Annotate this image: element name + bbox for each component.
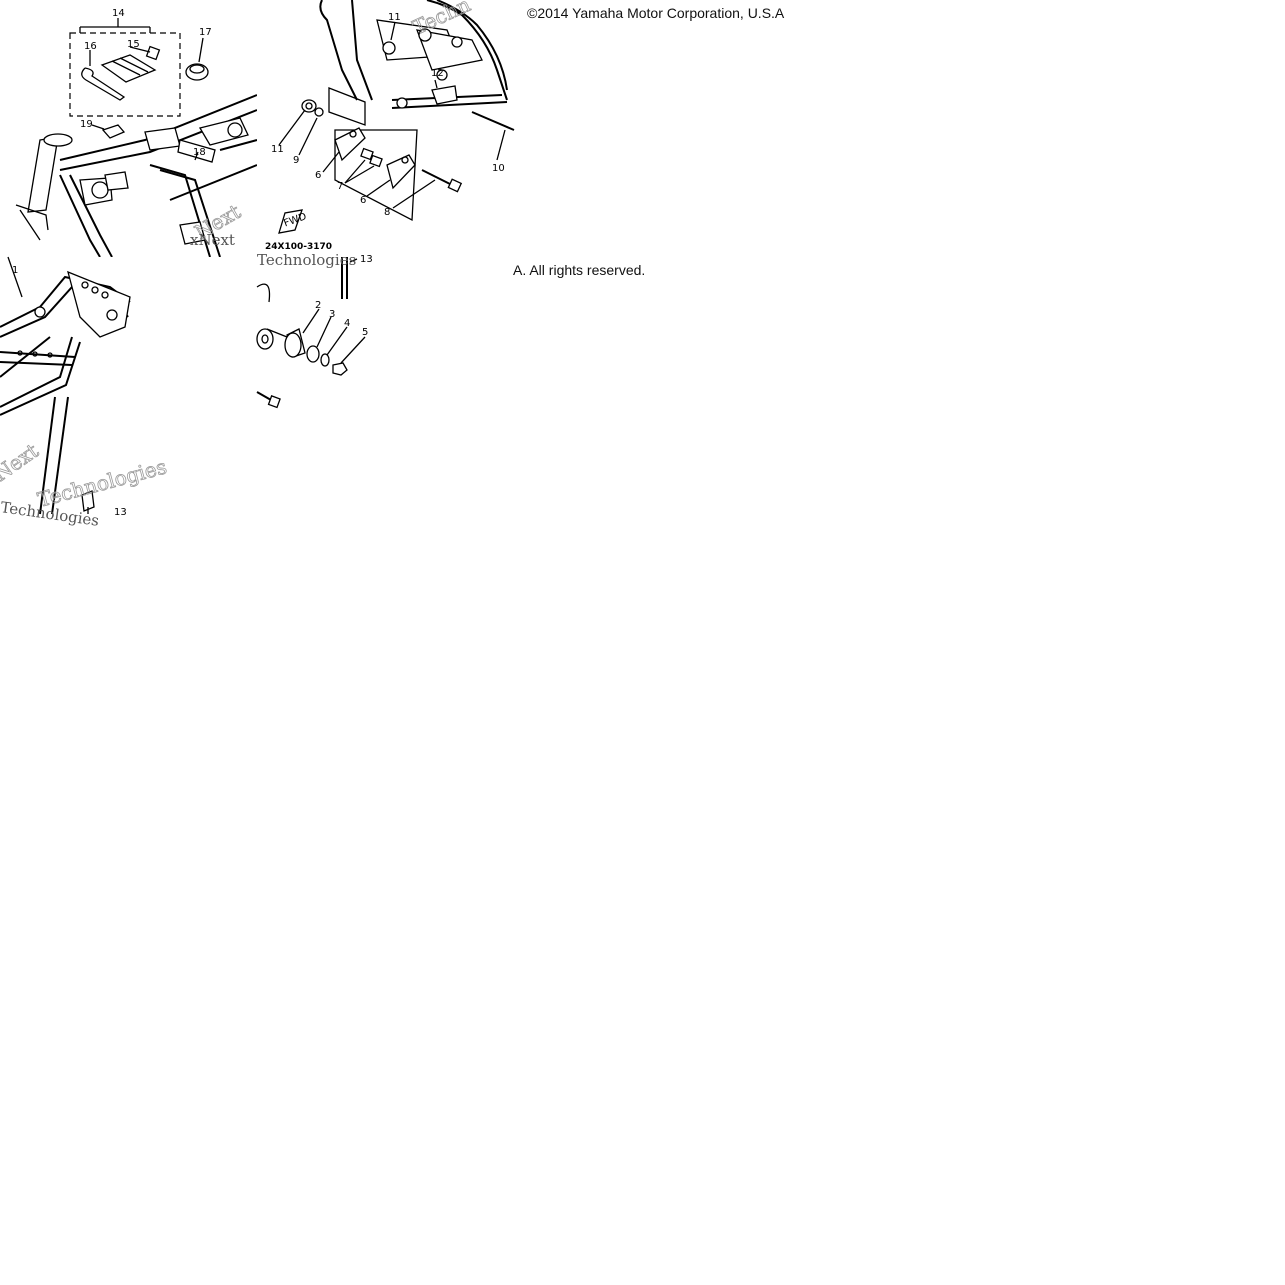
callout-14: 14 — [112, 8, 125, 19]
callout-9: 9 — [293, 155, 299, 166]
callout-4: 4 — [344, 318, 350, 329]
main-frame-illustration: 1 13 Next Technologies Technologies — [0, 256, 170, 530]
frame-front-illustration: 14 15 16 17 18 19 Next xNext — [15, 8, 258, 258]
callout-16: 16 — [84, 41, 97, 52]
watermark-text: Technologies — [257, 251, 356, 269]
callout-6: 6 — [315, 170, 321, 181]
callout-1: 1 — [12, 265, 18, 276]
engine-mount-illustration: FWD 11 9 6 7 6 8 10 12 11 24X100-3170 Te… — [265, 0, 515, 252]
diagram-tile-bushings: 2 3 4 5 13 Technologies — [256, 251, 514, 514]
diagram-tile-main-frame: 1 13 Next Technologies Technologies — [0, 256, 257, 530]
callout-12: 12 — [431, 68, 444, 79]
diagram-tile-engine-mount: FWD 11 9 6 7 6 8 10 12 11 24X100-3170 Te… — [257, 0, 515, 257]
callout-17: 17 — [199, 27, 212, 38]
callout-5: 5 — [362, 327, 368, 338]
callout-10: 10 — [492, 163, 505, 174]
callout-18: 18 — [193, 147, 206, 158]
watermark-text: xNext — [190, 231, 235, 249]
callout-19: 19 — [80, 119, 93, 130]
bushings-illustration: 2 3 4 5 13 Technologies — [256, 251, 373, 409]
callout-7: 7 — [337, 181, 343, 192]
copyright-notice: ©2014 Yamaha Motor Corporation, U.S.A — [527, 5, 785, 21]
callout-11: 11 — [388, 12, 401, 23]
callout-2: 2 — [315, 300, 321, 311]
callout-8: 8 — [384, 207, 390, 218]
diagram-tile-front-frame: 14 15 16 17 18 19 Next xNext — [0, 0, 258, 258]
callout-13: 13 — [360, 254, 373, 265]
rights-reserved-notice: A. All rights reserved. — [513, 262, 646, 278]
callout-3: 3 — [329, 309, 335, 320]
callout-13: 13 — [114, 507, 127, 518]
callout-6: 6 — [360, 195, 366, 206]
callout-11: 11 — [271, 144, 284, 155]
part-code: 24X100-3170 — [265, 242, 332, 252]
callout-15: 15 — [127, 39, 140, 50]
watermark-text: Technologies — [35, 454, 169, 511]
watermark-text: Next — [0, 439, 43, 487]
